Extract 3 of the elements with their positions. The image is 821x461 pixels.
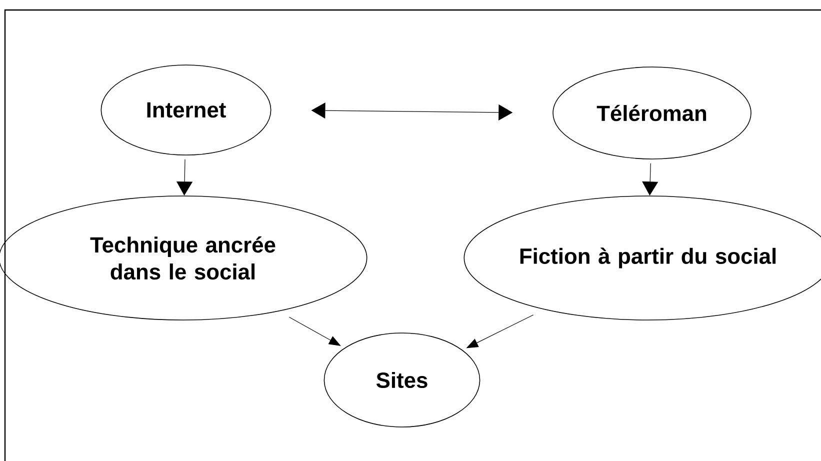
ellipse-node: Téléroman [552, 66, 752, 160]
ellipse-node: Internet [100, 64, 272, 156]
ellipse-node: Sites [324, 332, 480, 428]
